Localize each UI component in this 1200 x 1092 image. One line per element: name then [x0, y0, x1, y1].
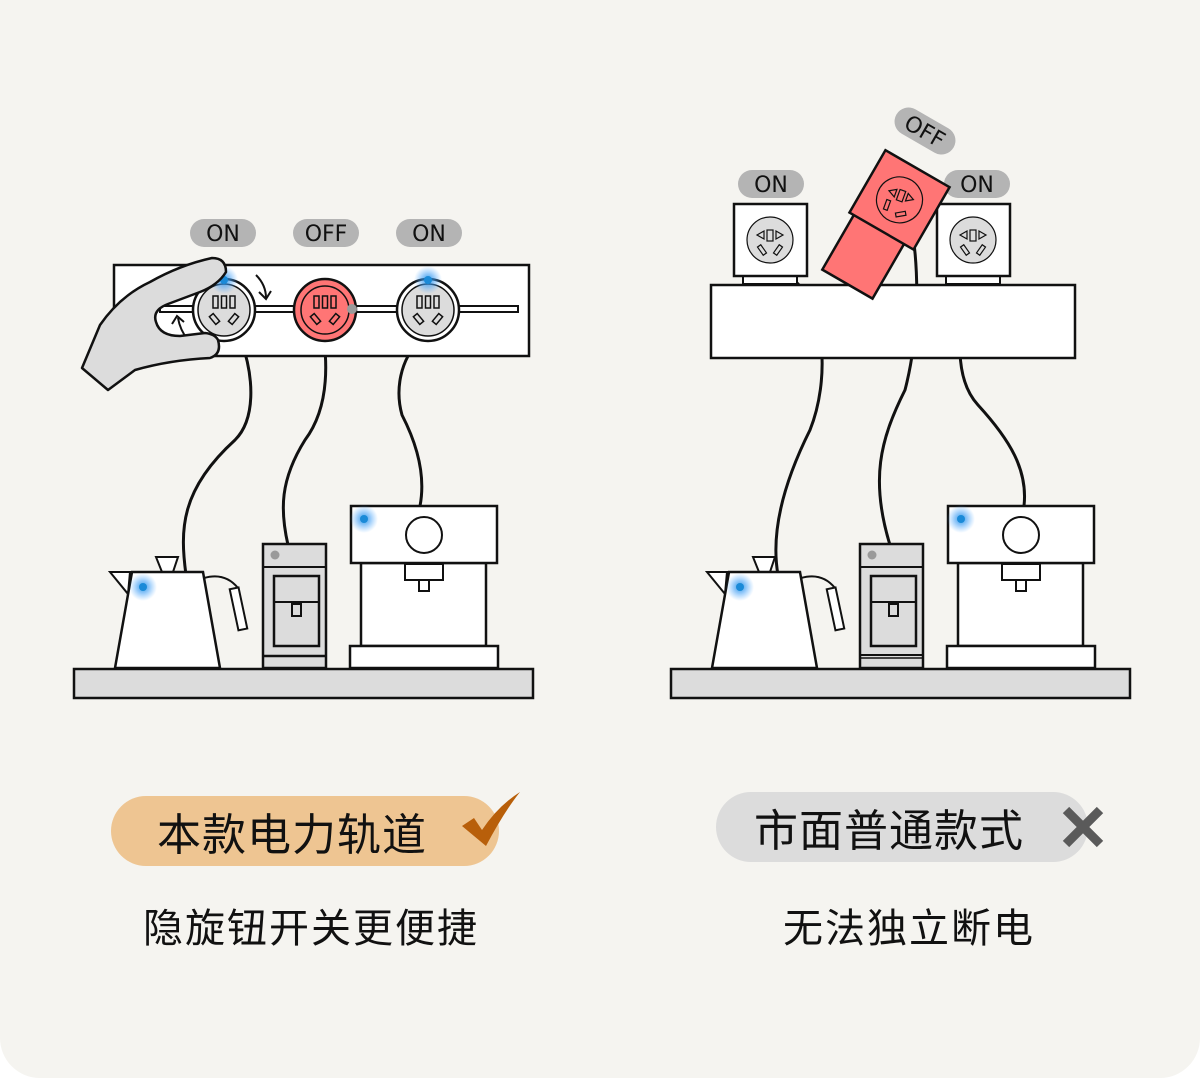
left-status-pill-2: OFF — [293, 219, 359, 247]
indicator-dot — [957, 515, 965, 523]
left-status-pill-3: ON — [396, 219, 462, 247]
plugin-socket-on-2[interactable] — [935, 202, 1012, 285]
left-scene: ON OFF ON — [72, 219, 535, 700]
grinder — [858, 542, 925, 670]
indicator-dot — [139, 583, 147, 591]
hand-icon — [80, 256, 228, 392]
status-on-label: ON — [960, 173, 994, 198]
power-strip — [709, 283, 1077, 360]
wire-kettle — [181, 339, 253, 576]
track-socket-off[interactable] — [292, 277, 358, 343]
right-status-pill-3: ON — [944, 170, 1010, 198]
rotate-arrow-icon — [171, 274, 272, 341]
status-on-label: ON — [412, 222, 446, 247]
plugin-socket-off-unplugged[interactable] — [818, 148, 952, 304]
wire-grinder — [281, 339, 328, 546]
kettle — [107, 556, 249, 670]
espresso-machine — [348, 504, 500, 670]
kettle — [704, 556, 846, 670]
status-off-label: OFF — [305, 222, 348, 247]
indicator-dot — [736, 583, 744, 591]
left-status-pill-1: ON — [190, 219, 256, 247]
grinder — [261, 542, 328, 670]
wire-espresso — [397, 338, 424, 507]
plugin-socket-on-1[interactable] — [732, 202, 809, 285]
common-badge: 市面普通款式 — [716, 792, 1088, 862]
common-badge-text: 市面普通款式 — [754, 806, 1024, 857]
indicator-off-dot — [347, 304, 357, 314]
right-status-pill-1: ON — [738, 170, 804, 198]
status-on-label: ON — [206, 222, 240, 247]
product-badge-text: 本款电力轨道 — [157, 810, 427, 861]
status-on-label: ON — [754, 173, 788, 198]
left-caption: 隐旋钮开关更便捷 — [143, 906, 479, 952]
wire-grinder — [877, 227, 919, 546]
indicator-dot — [424, 276, 432, 284]
cross-icon — [1062, 806, 1104, 848]
check-icon — [462, 792, 520, 846]
counter-top — [669, 667, 1132, 700]
counter-top — [72, 667, 535, 700]
indicator-dot — [360, 515, 368, 523]
right-caption: 无法独立断电 — [783, 906, 1035, 952]
right-status-pill-2: OFF — [894, 107, 956, 155]
product-badge: 本款电力轨道 — [111, 796, 499, 866]
right-scene: ON OFF ON — [669, 107, 1132, 700]
espresso-machine — [945, 504, 1097, 670]
